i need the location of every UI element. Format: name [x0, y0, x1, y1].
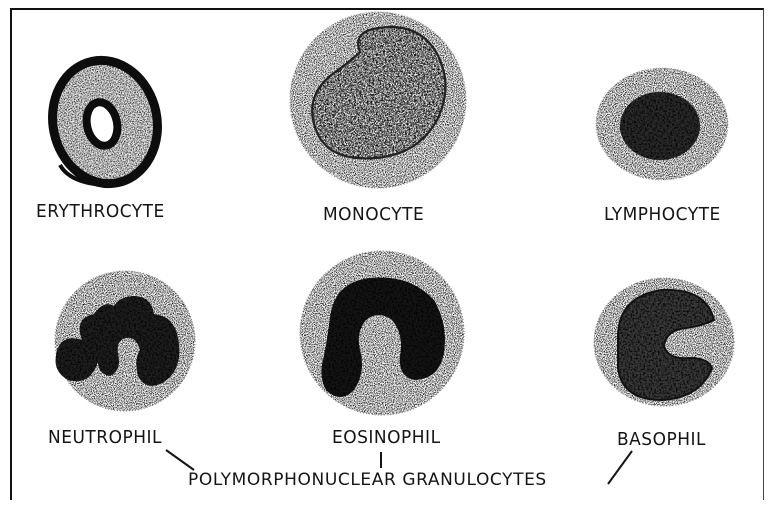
monocyte-label: MONOCYTE	[323, 205, 424, 226]
basophil-label: BASOPHIL	[617, 430, 706, 451]
neutrophil-label: NEUTROPHIL	[48, 428, 162, 449]
monocyte-illustration	[290, 12, 466, 188]
eosinophil-illustration	[300, 251, 464, 415]
lymphocyte-illustration	[596, 68, 728, 180]
group-caption: POLYMORPHONUCLEAR GRANULOCYTES	[188, 470, 547, 490]
erythrocyte-label: ERYTHROCYTE	[36, 202, 165, 223]
erythrocyte-illustration	[41, 51, 169, 194]
basophil-illustration	[594, 278, 734, 406]
neutrophil-illustration	[55, 271, 195, 411]
lymphocyte-label: LYMPHOCYTE	[604, 205, 721, 226]
eosinophil-label: EOSINOPHIL	[332, 428, 441, 449]
